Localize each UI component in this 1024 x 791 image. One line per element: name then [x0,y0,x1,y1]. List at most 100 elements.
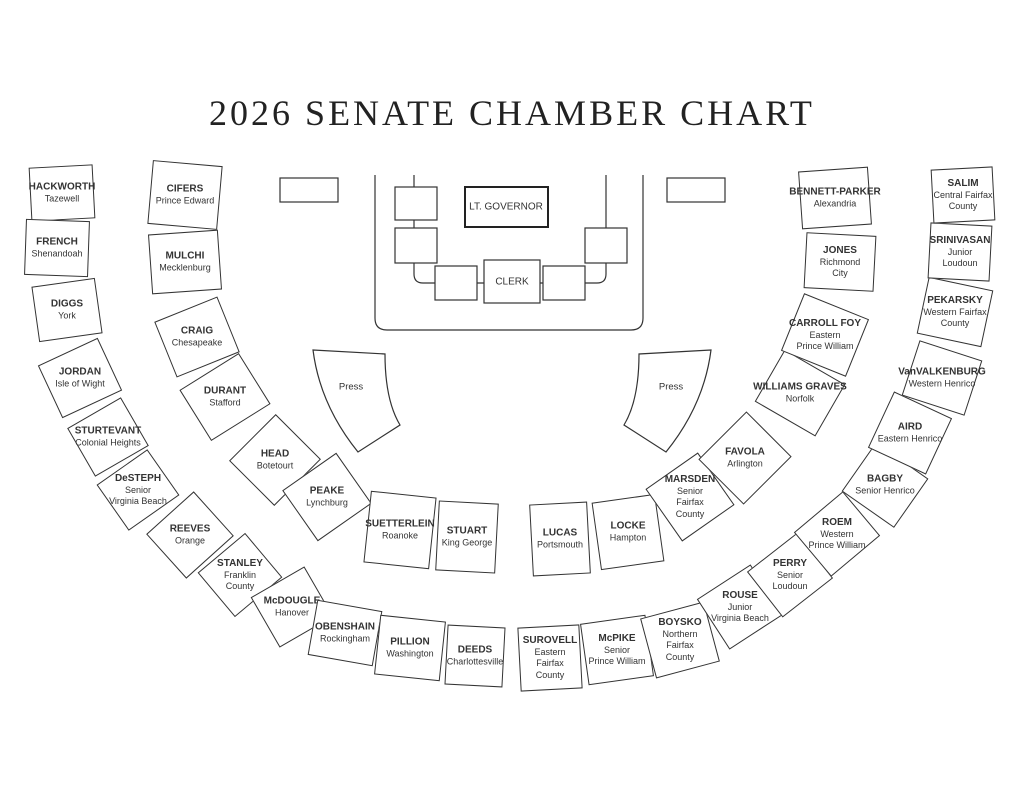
senator-name: LUCAS [542,527,578,539]
senator-district: County [535,669,565,680]
senator-name: REEVES [169,523,211,535]
senator-district: Lynchburg [306,497,348,507]
senator-name: SUROVELL [522,635,578,646]
senator-district: Charlottesville [446,656,504,666]
rostrum-desk [434,265,478,301]
press-left-label: Press [338,381,364,393]
senator-district: Loudoun [772,580,808,591]
senator-name: STUART [446,525,488,537]
senator-district: Prince William [796,340,854,351]
senator-name: ROUSE [722,589,758,601]
senator-district: Alexandria [813,198,857,208]
rostrum-desk [542,265,586,301]
senator-district: York [58,310,76,320]
senator-name: PERRY [772,557,808,569]
rostrum-outline [374,175,644,331]
senator-name: DURANT [203,385,247,397]
senator-district: Hanover [274,607,310,617]
senator-name: DeSTEPH [114,472,162,484]
senator-district: Stafford [209,397,241,407]
senator-name: McDOUGLE [263,595,321,607]
senator-district: Richmond [819,256,861,267]
senator-name: MULCHI [165,250,205,262]
senator-name: BOYSKO [658,617,702,628]
senator-name: VanVALKENBURG [898,366,986,378]
senator-district: Mecklenburg [159,262,211,272]
senator-district: Fairfax [666,640,694,650]
senator-name: JORDAN [58,366,102,378]
senator-name: McPIKE [598,632,636,644]
senator-name: HEAD [260,448,290,460]
senator-district: Prince Edward [155,195,215,205]
senator-district: Loudoun [942,257,978,268]
senator-district: Virginia Beach [109,495,167,506]
senator-name: PEAKE [309,485,345,497]
senator-district: King George [441,537,493,547]
senator-district: Colonial Heights [75,437,141,447]
senator-name: DIGGS [50,298,84,310]
rostrum-desk [394,227,438,264]
senator-district: Eastern [534,646,566,657]
senator-district: County [225,580,255,591]
senator-name: JONES [823,244,857,256]
right-side-desk [666,177,726,203]
senator-district: Senior [676,485,703,496]
senator-district: Norfolk [785,393,815,403]
senator-district: Arlington [727,458,763,468]
senator-name: OBENSHAIN [314,621,375,633]
press-area-right [623,349,712,453]
senator-name: PILLION [390,636,430,648]
senator-district: Junior [947,246,973,257]
clerk-desk [483,259,541,304]
senator-name: WILLIAMS GRAVES [753,381,847,393]
senator-district: Isle of Wight [55,378,105,388]
senator-name: SUETTERLEIN [365,518,435,530]
senator-district: Eastern Henrico [877,433,943,443]
senator-district: Virginia Beach [711,612,769,623]
senator-district: County [940,317,970,328]
senator-name: STURTEVANT [74,425,142,437]
